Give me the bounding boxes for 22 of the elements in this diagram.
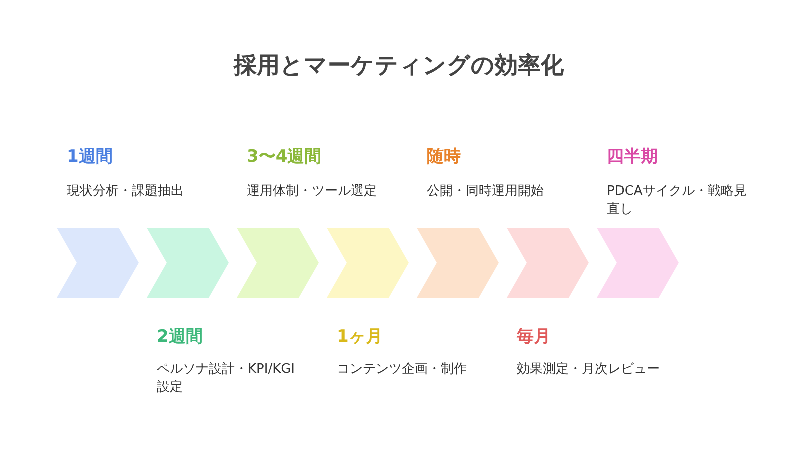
step-description: 効果測定・月次レビュー — [517, 361, 661, 379]
step-heading: 随時 — [427, 146, 461, 168]
step-description: 運用体制・ツール選定 — [247, 183, 378, 201]
title: 採用とマーケティングの効率化 — [232, 52, 565, 81]
step-description: ペルソナ設計・KPI/KGI設定 — [157, 361, 296, 397]
step-heading: 3〜4週間 — [247, 146, 322, 168]
chevron-shape — [57, 228, 139, 298]
chevron-shape — [507, 228, 589, 298]
step-description: 公開・同時運用開始 — [427, 183, 545, 201]
chevron-shape — [417, 228, 499, 298]
step-description: 現状分析・課題抽出 — [67, 183, 185, 201]
chevron-shape — [147, 228, 229, 298]
chevron-shape — [597, 228, 679, 298]
step-heading: 1週間 — [67, 146, 113, 168]
step-heading: 2週間 — [157, 326, 203, 348]
step-heading: 毎月 — [517, 326, 551, 348]
step-description: コンテンツ企画・制作 — [337, 361, 468, 379]
step-description: PDCAサイクル・戦略見直し — [607, 183, 748, 219]
step-heading: 四半期 — [607, 146, 658, 168]
chevron-shape — [237, 228, 319, 298]
step-heading: 1ヶ月 — [337, 326, 383, 348]
chevron-shape — [327, 228, 409, 298]
